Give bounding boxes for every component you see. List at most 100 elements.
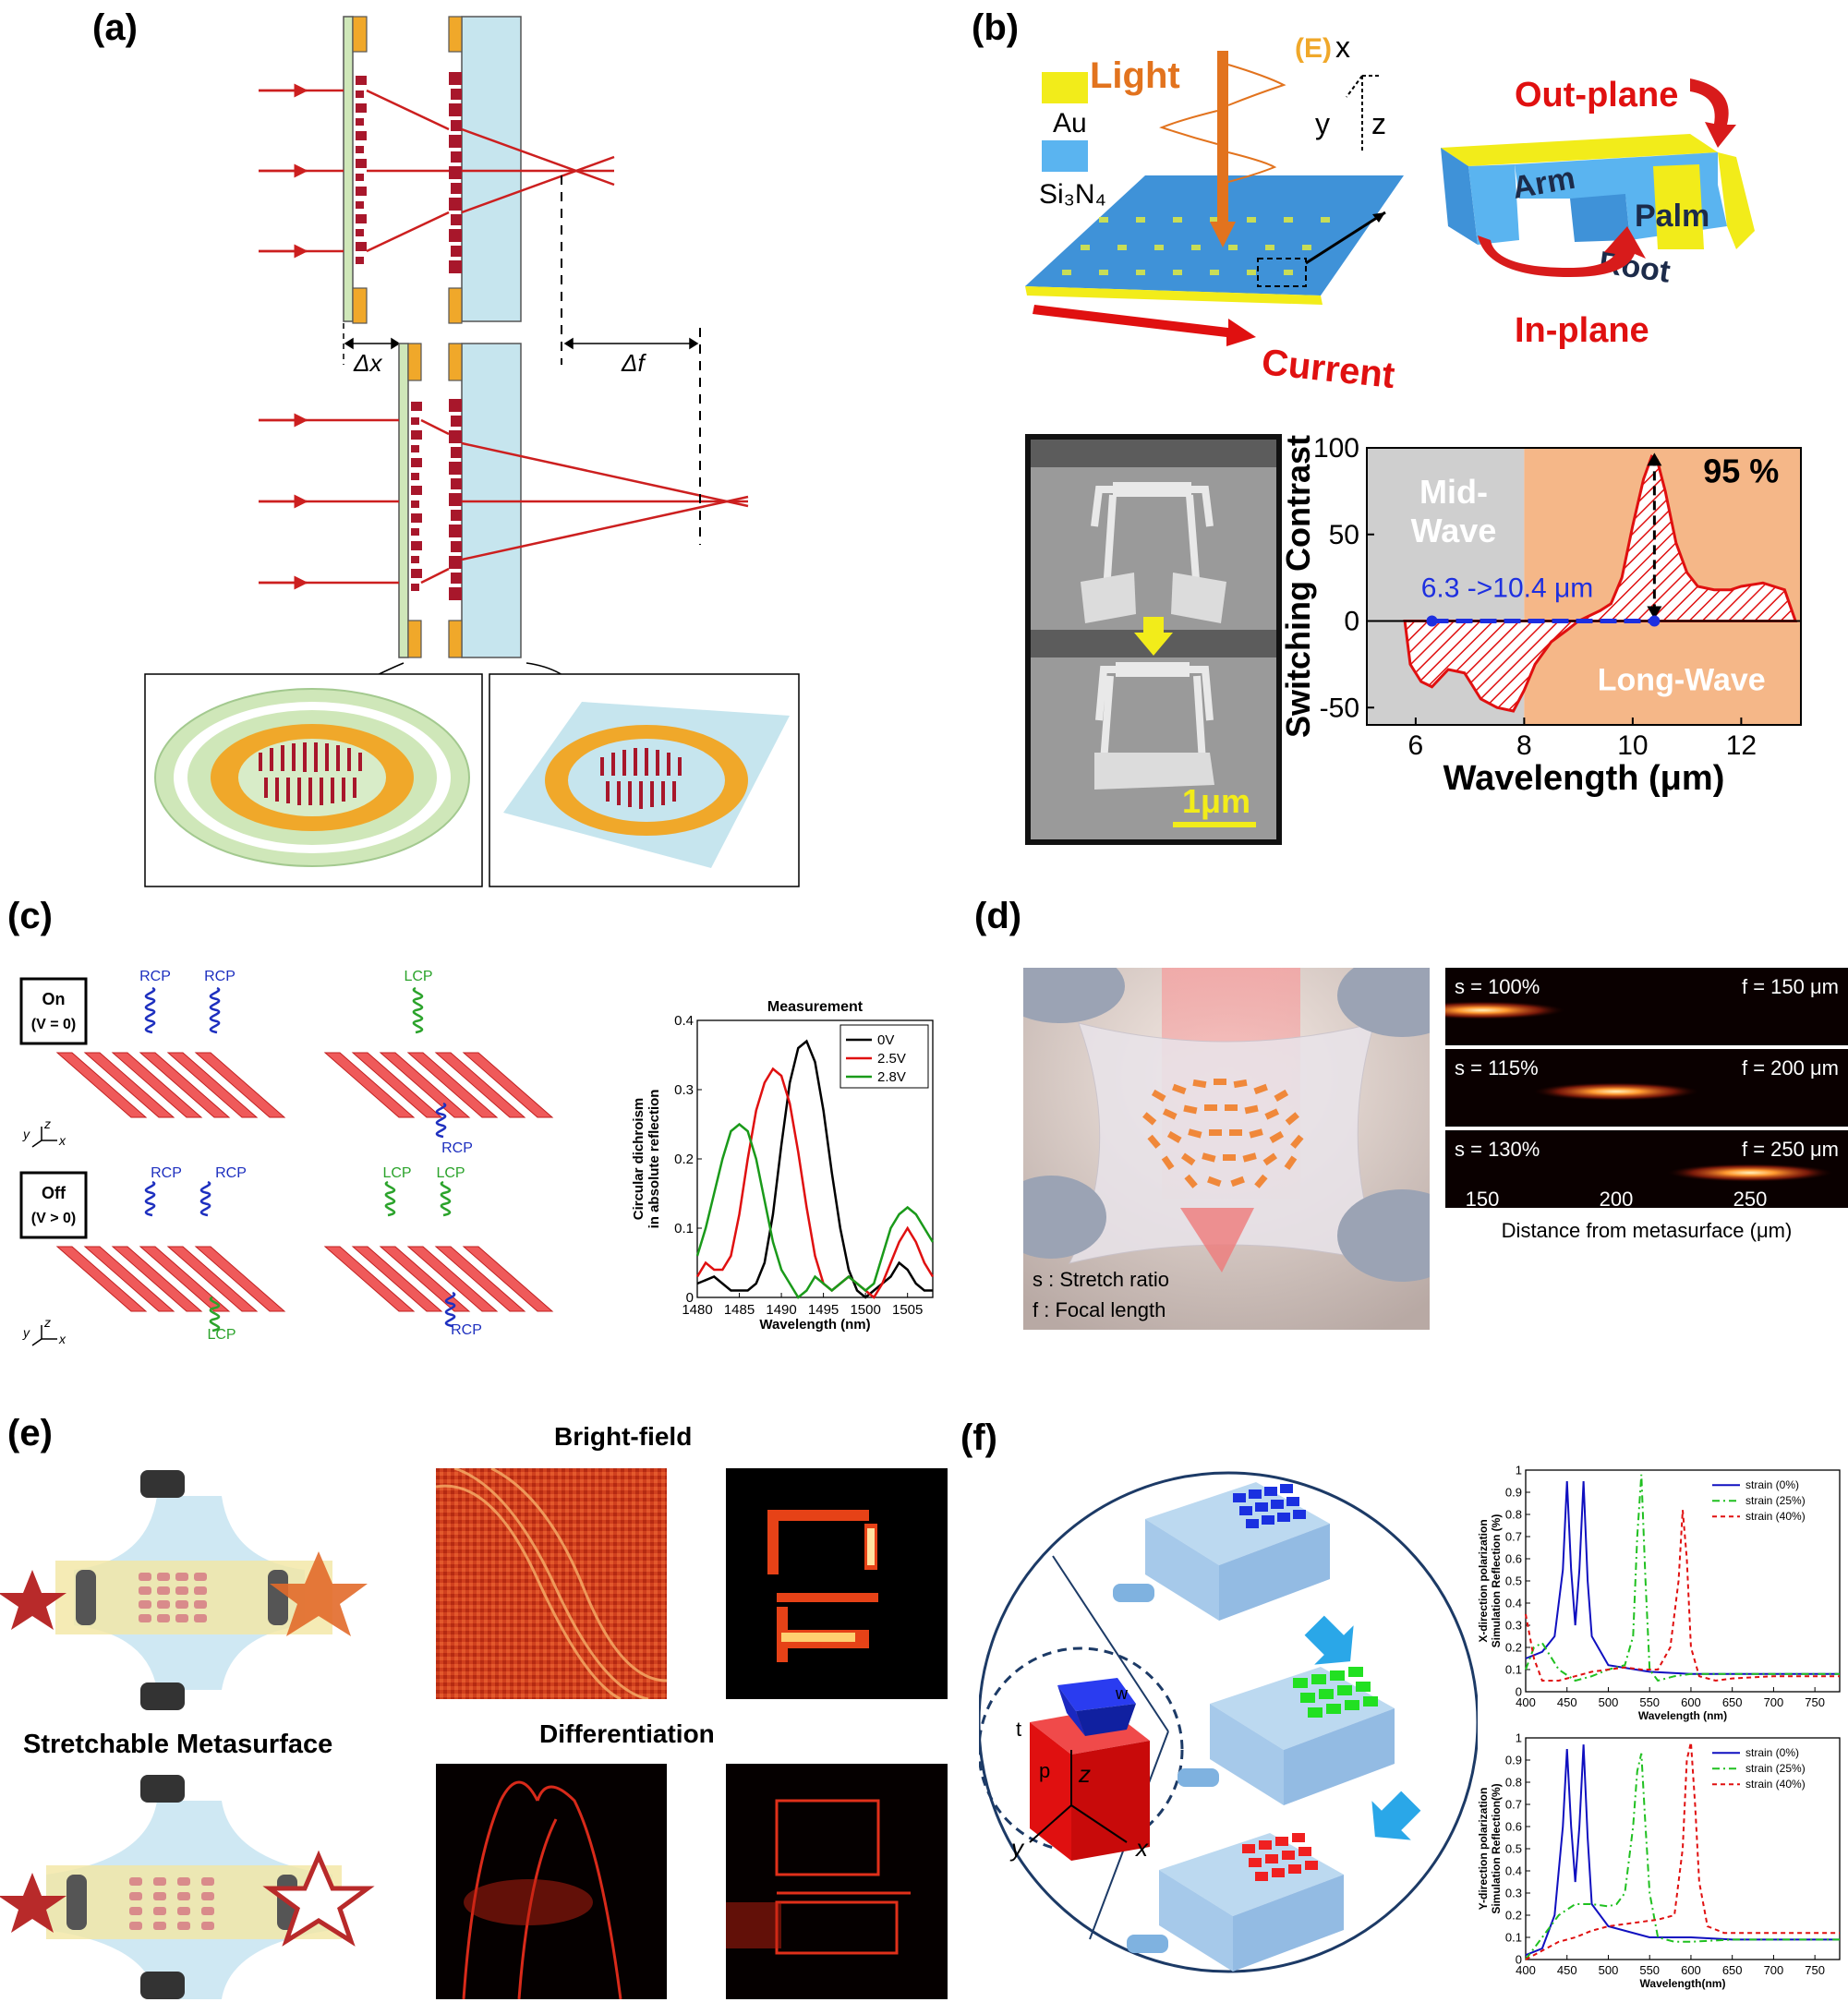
panel-e-label: (e) — [7, 1413, 53, 1453]
stretchable-metasurface-label: Stretchable Metasurface — [23, 1730, 332, 1759]
y-tick-label: 0.4 — [674, 1013, 694, 1029]
panel-e-illustration: Stretchable Metasurface — [0, 1470, 375, 1999]
x-tick-label: 1485 — [724, 1302, 755, 1318]
x-tick-label: 8 — [1516, 730, 1532, 761]
mid-wave-label: Wave — [1411, 512, 1497, 549]
x-axis-label: Wavelength (nm) — [1638, 1709, 1727, 1722]
legend-label: strain (0%) — [1745, 1746, 1799, 1759]
y-axis-label: Switching Contrast — [1284, 435, 1317, 738]
axis-y-off: y — [22, 1325, 30, 1340]
delta-x-label: Δx — [353, 349, 382, 377]
grating-off-left — [55, 1246, 286, 1312]
rcp-label-2: RCP — [204, 969, 236, 984]
helix-rcp-6 — [444, 1291, 456, 1328]
axis-y-on: y — [22, 1127, 30, 1141]
bright-field-title: Bright-field — [554, 1422, 693, 1451]
bottom-configuration — [259, 328, 749, 658]
bright-field-image-1 — [436, 1468, 667, 1699]
axis-x-on: x — [58, 1133, 66, 1148]
device-red — [1127, 1833, 1344, 1972]
legend-label: 2.8V — [877, 1069, 906, 1085]
y-tick-label: 0.1 — [1505, 1662, 1522, 1676]
y-tick-label: 0.3 — [674, 1082, 694, 1098]
y-tick-label: 0.6 — [1505, 1551, 1522, 1565]
inset-p: p — [1039, 1759, 1050, 1782]
x-tick-label: 700 — [1764, 1695, 1784, 1709]
x-tick-label: 550 — [1639, 1963, 1660, 1977]
y-axis-label: Circular dichroism — [631, 1098, 646, 1221]
device-blue — [1113, 1482, 1330, 1621]
legend-label: strain (40%) — [1745, 1778, 1806, 1791]
y-tick-label: 1 — [1516, 1463, 1522, 1477]
y-axis-label: Simulation Reflection(%) — [1490, 1783, 1503, 1913]
focal-length-label: f = 150 μm — [1742, 975, 1839, 998]
x-tick-label: 1480 — [682, 1302, 712, 1318]
distance-tick-label: 250 — [1733, 1188, 1768, 1211]
x-tick-label: 1500 — [850, 1302, 880, 1318]
x-tick-label: 6 — [1408, 730, 1424, 761]
y-tick-label: 0.5 — [1505, 1574, 1522, 1587]
x-tick-label: 10 — [1617, 730, 1648, 761]
x-tick-label: 750 — [1805, 1695, 1825, 1709]
helix-rcp-4 — [144, 1180, 156, 1217]
x-tick-label: 450 — [1557, 1963, 1577, 1977]
helix-rcp-2 — [209, 986, 221, 1034]
x-tick-label: 550 — [1639, 1695, 1660, 1709]
y-tick-label: 0.1 — [674, 1221, 694, 1236]
switching-contrast-area — [1403, 454, 1798, 713]
inset-x: x — [1134, 1834, 1149, 1862]
sem-image: 1μm — [1025, 434, 1282, 845]
star-right-bottom — [262, 1850, 375, 1947]
thin-green-substrate — [343, 16, 354, 322]
y-tick-label: -50 — [1320, 693, 1359, 723]
y-tick-label: 0.5 — [1505, 1841, 1522, 1855]
in-plane-label: In-plane — [1515, 311, 1649, 350]
panel-c-label: (c) — [7, 896, 53, 936]
axis-x: x — [1335, 30, 1350, 64]
nanorod-array — [1142, 1079, 1304, 1188]
on-state-box — [19, 977, 88, 1045]
on-voltage-label: (V = 0) — [31, 1017, 76, 1032]
panel-f-illustration: t p w z x y — [979, 1471, 1478, 1973]
inset-t: t — [1016, 1718, 1021, 1741]
y-tick-label: 0.2 — [1505, 1908, 1522, 1922]
panel-d-label: (d) — [974, 896, 1022, 936]
legend-label: 2.5V — [877, 1051, 906, 1067]
series-line — [1525, 1510, 1840, 1682]
y-tick-label: 0 — [1344, 607, 1359, 637]
rcp-label-5: RCP — [215, 1165, 247, 1181]
x-axis-label: Wavelength (nm) — [759, 1317, 870, 1333]
x-tick-label: 400 — [1516, 1695, 1536, 1709]
stretch-ratio-def: s : Stretch ratio — [1033, 1268, 1169, 1291]
panel-a-label: (a) — [92, 7, 138, 48]
series-line — [695, 1122, 935, 1299]
peak-arrowhead-top — [1647, 452, 1662, 466]
delta-f-marker — [563, 337, 699, 350]
y-tick-label: 100 — [1313, 433, 1359, 464]
y-tick-label: 0.3 — [1505, 1886, 1522, 1899]
device-green — [1178, 1667, 1395, 1805]
legend-label: strain (40%) — [1745, 1510, 1806, 1523]
x-tick-label: 12 — [1726, 730, 1757, 761]
helix-lcp-2 — [209, 1296, 221, 1333]
legend-label: strain (25%) — [1745, 1762, 1806, 1775]
inset-y: y — [1009, 1834, 1025, 1862]
off-state-box — [19, 1171, 88, 1239]
rcp-label-6: RCP — [451, 1322, 482, 1338]
shift-end-point — [1649, 615, 1661, 627]
chart-title: Measurement — [767, 999, 864, 1015]
y-tick-label: 0.8 — [1505, 1775, 1522, 1789]
helix-lcp-1 — [412, 986, 424, 1034]
axis-z: z — [1371, 107, 1386, 140]
out-plane-label: Out-plane — [1515, 76, 1678, 115]
metalens-2-elements — [449, 72, 462, 273]
distance-tick-label: 150 — [1466, 1188, 1500, 1211]
x-tick-label: 700 — [1764, 1963, 1784, 1977]
helix-rcp-3 — [435, 1102, 447, 1139]
y-tick-label: 0.9 — [1505, 1753, 1522, 1767]
legend-si3n4: Si₃N₄ — [1039, 179, 1106, 210]
inset-blue-metalens — [489, 673, 800, 887]
y-tick-label: 0 — [1516, 1952, 1522, 1966]
